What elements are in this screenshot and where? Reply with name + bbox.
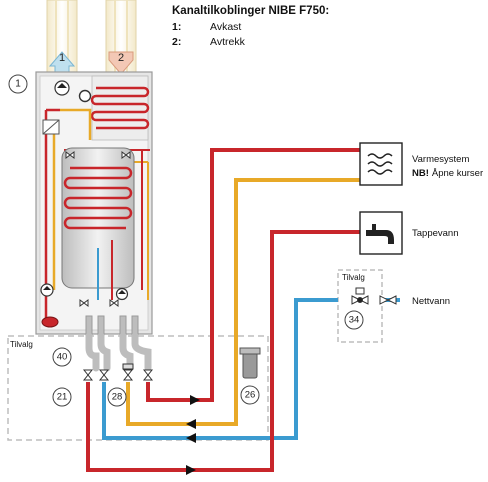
tap-icon [359,211,403,255]
heat-pump-unit [35,71,153,337]
extract-duct: 2 [105,0,137,75]
svg-text:26: 26 [245,390,256,401]
callout-40: 40 [52,347,72,367]
svg-text:21: 21 [57,392,68,403]
callout-26: 26 [240,385,260,405]
svg-text:28: 28 [112,392,123,403]
hot-water-pipe [86,230,360,472]
mains-valve-icon [379,295,397,305]
safety-valve-34 [351,287,369,305]
svg-text:1: 1 [15,79,21,90]
valve-icon [65,151,131,307]
callout-unit: 1 [8,74,28,94]
heating-system-label: Varmesystem [412,154,469,165]
particle-filter [239,347,261,379]
gauge-icon [78,89,92,103]
legend-key-1: 1: [172,21,181,33]
diagram-title: Kanaltilkoblinger NIBE F750: [172,5,329,17]
legend-label-2: Avtrekk [210,36,246,48]
option-label-main: Tilvalg [10,340,33,349]
radiator-icon [359,142,403,186]
mains-water-label: Nettvann [412,296,450,307]
option-label-small: Tilvalg [342,273,365,282]
heating-return-pipe [126,178,360,426]
safety-valve-icon [41,316,59,328]
heating-system-note: NB!Åpne kurser [412,168,483,179]
extract-duct-label: 2 [118,52,124,64]
legend-label-1: Avkast [210,21,241,33]
callout-34: 34 [344,310,364,330]
flow-arrows [186,395,200,475]
hot-water-label: Tappevann [412,228,458,239]
pump-icon [40,283,54,297]
pump-icon [115,287,129,301]
shutoff-valves [82,363,154,381]
svg-text:34: 34 [349,315,360,326]
exhaust-duct: 1 [46,0,78,75]
callout-21: 21 [52,387,72,407]
heating-note-text: Åpne kurser [432,168,483,179]
legend-key-2: 2: [172,36,181,48]
option-box-small [337,269,383,343]
water-heater-cylinder [61,147,135,300]
exhaust-duct-label: 1 [59,52,65,64]
cylinder-coil [63,166,133,230]
heating-supply-pipe [146,148,360,402]
heating-note-bold: NB! [412,168,429,179]
cold-water-pipe [102,298,338,440]
fan-icon [54,80,70,96]
evaporator-coil [90,86,150,130]
svg-text:40: 40 [57,352,68,363]
callout-28: 28 [107,387,127,407]
